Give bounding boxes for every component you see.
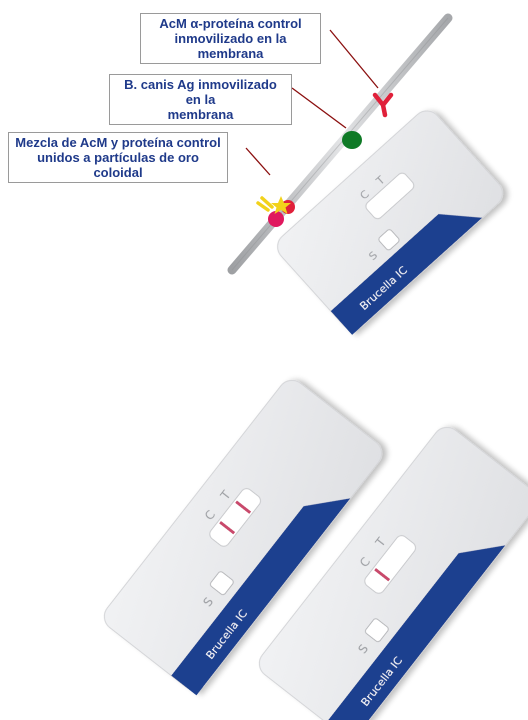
sample-well bbox=[364, 618, 389, 643]
pointer-antigen bbox=[291, 87, 347, 129]
sample-well bbox=[209, 571, 234, 596]
antigen-icon bbox=[342, 131, 362, 149]
result-window bbox=[365, 172, 415, 220]
top-cassette: Brucella IC C T S bbox=[277, 110, 503, 335]
result-window bbox=[364, 535, 416, 594]
label-control-antibody: AcM α-proteína control inmovilizado en l… bbox=[140, 13, 321, 64]
label-conjugate: Mezcla de AcM y proteína control unidos … bbox=[8, 132, 228, 183]
result-window bbox=[209, 488, 261, 547]
sample-well bbox=[378, 229, 400, 251]
control-line bbox=[374, 567, 391, 582]
pointer-conjugate bbox=[245, 147, 271, 176]
cassette-negative: Brucella IC C T S bbox=[258, 426, 528, 720]
pointer-control-ab bbox=[329, 29, 379, 89]
brand-band bbox=[330, 214, 483, 335]
test-line bbox=[235, 500, 252, 514]
gold-conjugate-icon bbox=[256, 196, 295, 227]
label-antigen: B. canis Ag inmovilizado en la membrana bbox=[109, 74, 292, 125]
control-line bbox=[219, 520, 236, 535]
antibody-icon bbox=[372, 92, 394, 118]
membrane-strip bbox=[227, 13, 453, 275]
